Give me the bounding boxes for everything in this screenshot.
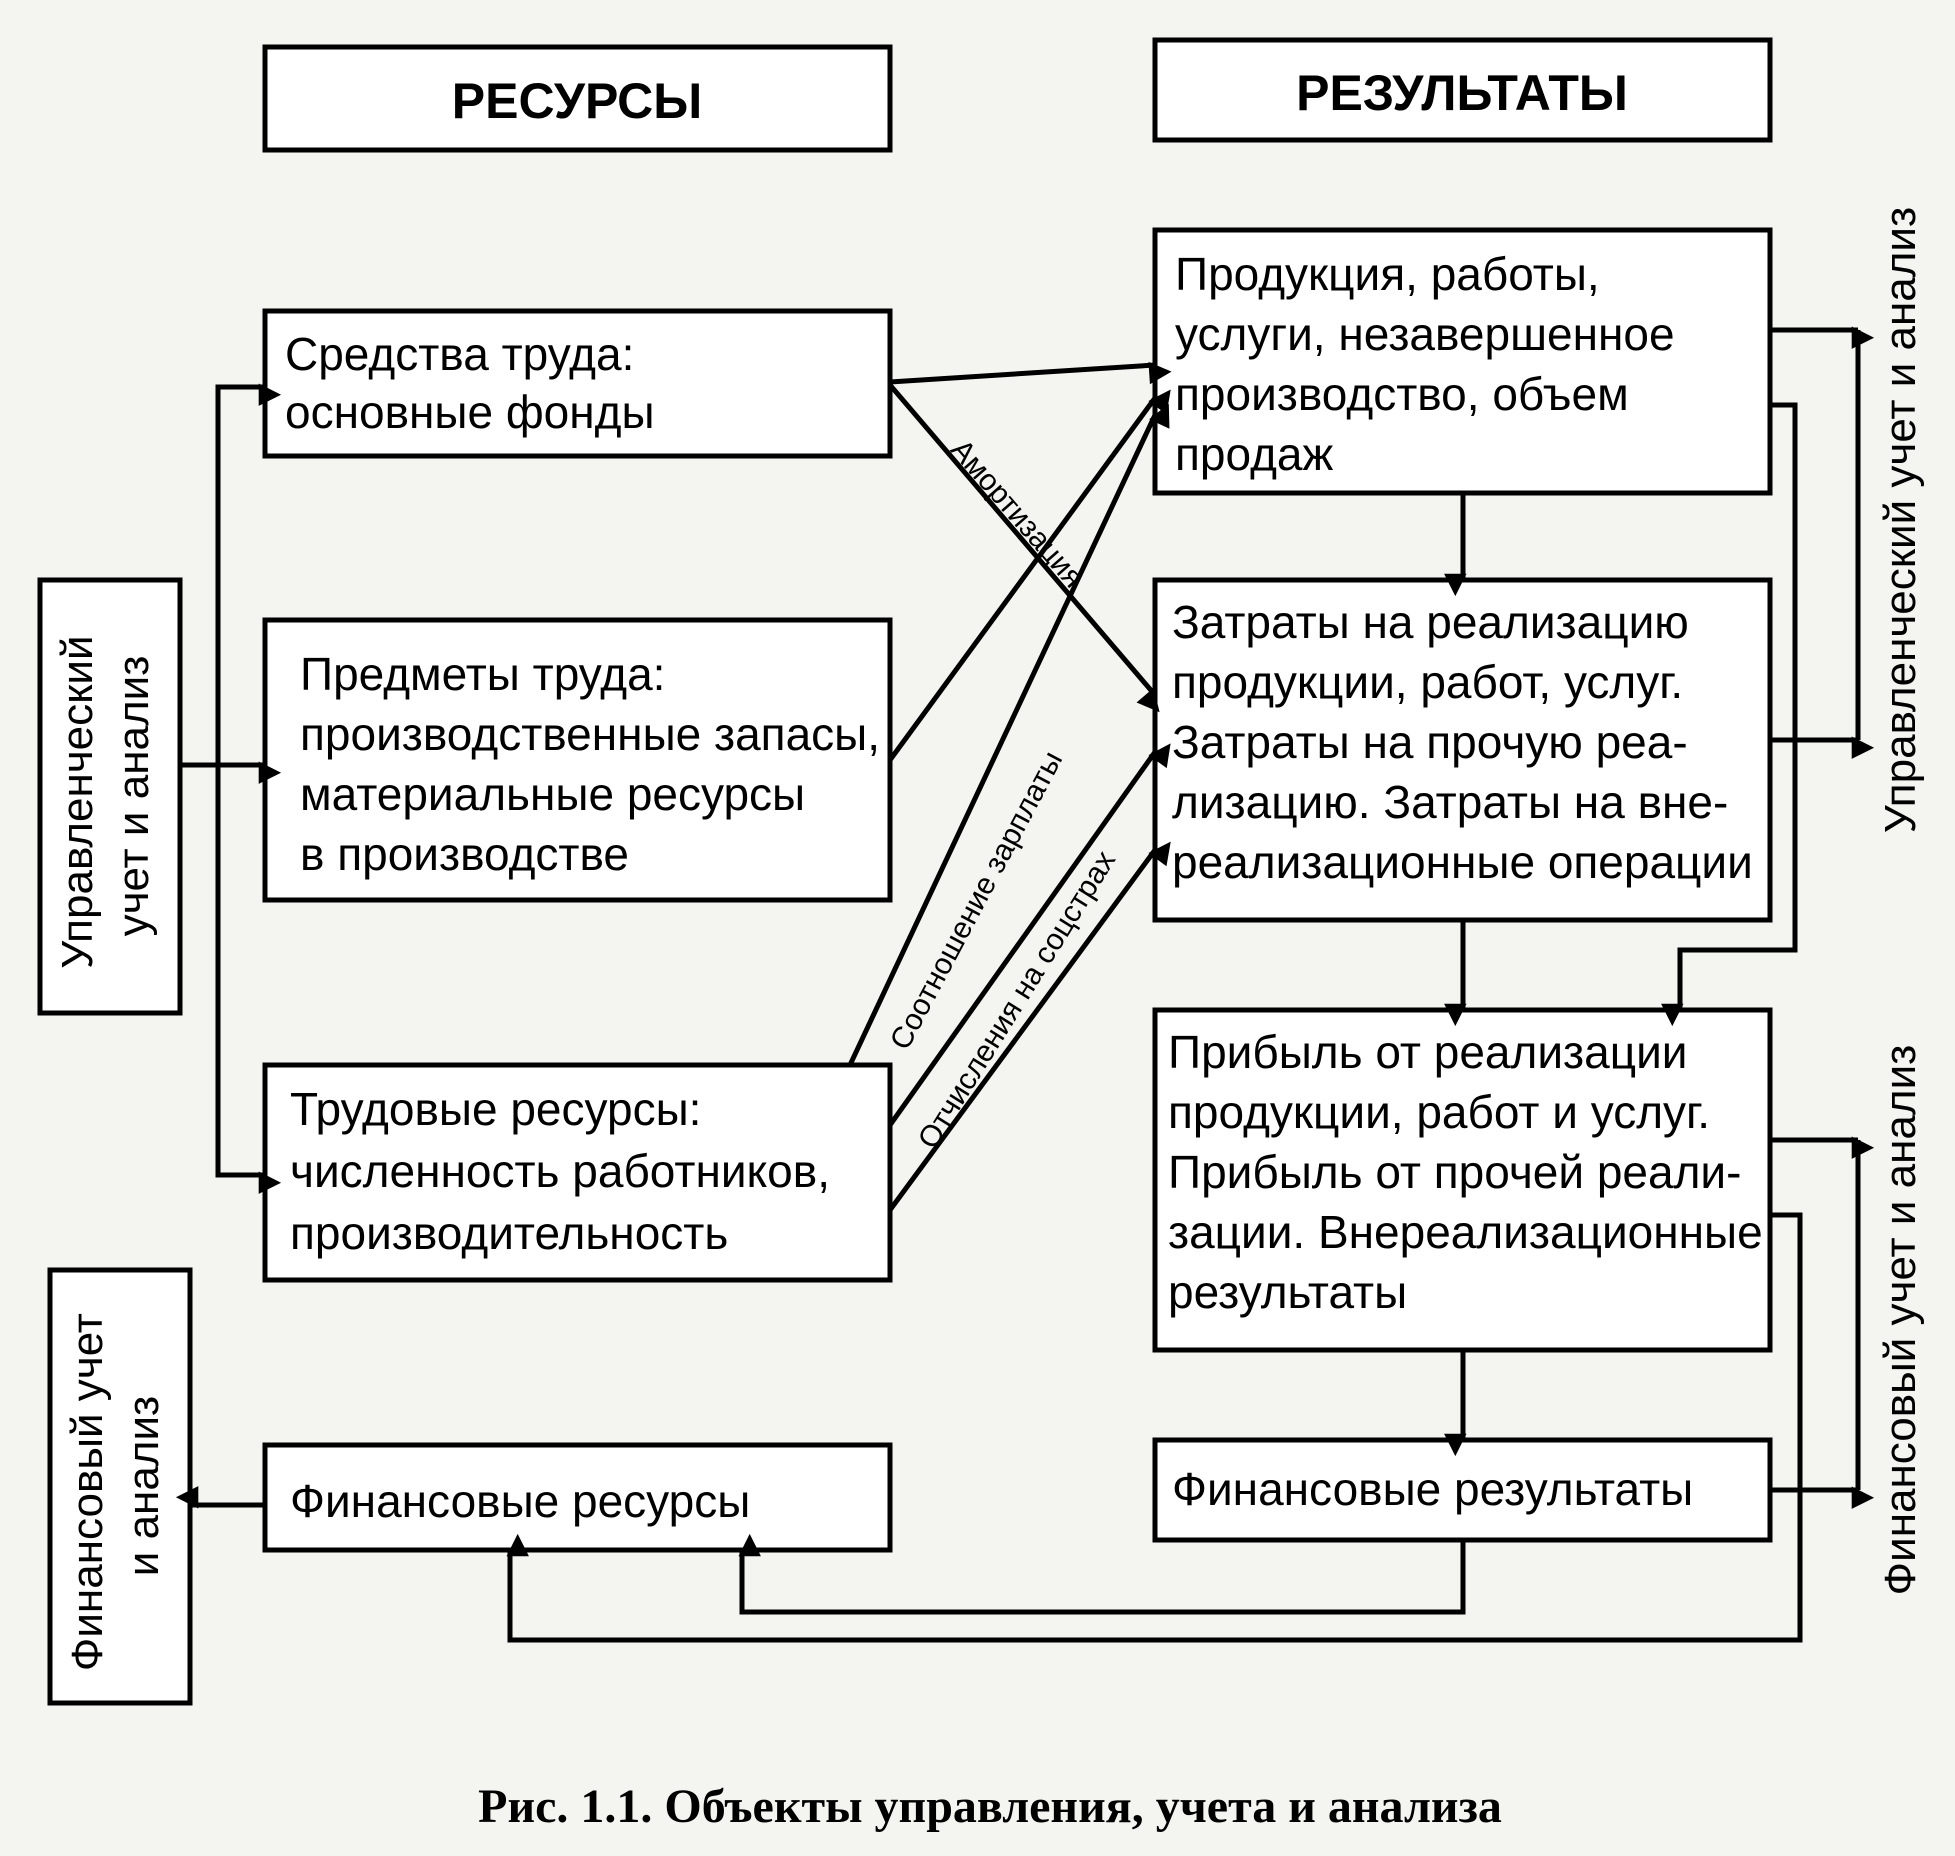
arrow-depreciation [888, 383, 1160, 713]
objects-of-labor-line: Предметы труда: [300, 648, 665, 700]
objects-of-labor-box: Предметы труда: производственные запасы,… [262, 617, 893, 903]
profit-line: результаты [1168, 1266, 1407, 1318]
means-of-labor-line: основные фонды [285, 386, 655, 438]
products-line: производство, объем [1175, 368, 1629, 420]
results-header: РЕЗУЛЬТАТЫ [1152, 37, 1773, 143]
svg-text:Средства труда: основные: Средства труда: основные фонды [285, 328, 655, 438]
costs-line: лизацию. Затраты на вне- [1172, 776, 1728, 828]
financial-resources-label: Финансовые ресурсы [290, 1475, 750, 1527]
costs-line: Затраты на реализацию [1172, 596, 1689, 648]
left-financial-box: Финансовый учет и анализ [47, 1267, 193, 1706]
profit-line: продукции, работ и услуг. [1168, 1086, 1710, 1138]
left-management-box: Управленческий учет и анализ [37, 577, 183, 1016]
means-of-labor-box: Средства труда: основные фонды [262, 308, 893, 459]
arrow-labor-to-products [847, 403, 1170, 1067]
products-line: Продукция, работы, [1175, 248, 1600, 300]
left-management-line: Управленческий [53, 635, 102, 968]
profit-line: зации. Внереализационные [1168, 1206, 1763, 1258]
svg-text:Продукция, работы, услуг: Продукция, работы, услуги, незавершенное… [1175, 248, 1687, 480]
left-management-connectors [180, 383, 282, 1194]
right-financial-label: Финансовый учет и анализ [1876, 1045, 1925, 1596]
profit-box: Прибыль от реализации продукции, работ и… [1152, 1007, 1775, 1353]
arrow-to-labor-resources [215, 765, 282, 1194]
cross-links [847, 361, 1172, 1212]
right-management-connectors [1770, 326, 1875, 759]
right-management-label: Управленческий учет и анализ [1876, 207, 1925, 833]
objects-of-labor-line: производственные запасы, [300, 708, 880, 760]
svg-text:Прибыль от реализации пр: Прибыль от реализации продукции, работ и… [1168, 1026, 1775, 1318]
costs-box: Затраты на реализацию продукции, работ, … [1152, 577, 1773, 923]
costs-line: Затраты на прочую реа- [1172, 716, 1688, 768]
left-financial-line: и анализ [119, 1396, 168, 1576]
feedback-connectors [506, 1212, 1803, 1643]
arrow-wage-ratio [887, 743, 1171, 1127]
arrow-means-to-products [889, 361, 1172, 385]
costs-line: продукции, работ, услуг. [1172, 656, 1683, 708]
svg-text:Трудовые ресурсы: числен: Трудовые ресурсы: численность работников… [290, 1083, 843, 1259]
products-box: Продукция, работы, услуги, незавершенное… [1152, 227, 1773, 496]
svg-text:Финансовый учет и анализ: Финансовый учет и анализ [63, 1301, 168, 1671]
resources-header-label: РЕСУРСЫ [452, 73, 702, 129]
figure-caption: Рис. 1.1. Объекты управления, учета и ан… [478, 1780, 1502, 1833]
products-line: услуги, незавершенное [1175, 308, 1675, 360]
left-management-line: учет и анализ [109, 656, 158, 937]
svg-text:Предметы труда: производ: Предметы труда: производственные запасы,… [300, 648, 893, 880]
financial-resources-box: Финансовые ресурсы [262, 1442, 893, 1553]
arrow-financial-results-to-resources [738, 1533, 1466, 1615]
svg-text:Затраты на реализацию пр: Затраты на реализацию продукции, работ, … [1172, 596, 1753, 888]
financial-results-box: Финансовые результаты [1152, 1437, 1773, 1543]
social-contributions-label: Отчисления на соцстрах [912, 845, 1122, 1154]
arrow-profit-to-resources [506, 1212, 1803, 1643]
labor-resources-box: Трудовые ресурсы: численность работников… [262, 1062, 893, 1283]
left-financial-line: Финансовый учет [63, 1313, 112, 1671]
labor-resources-line: численность работников, [290, 1145, 830, 1197]
profit-line: Прибыль от прочей реали- [1168, 1146, 1741, 1198]
arrow-social-contributions [887, 841, 1171, 1212]
objects-of-labor-line: материальные ресурсы [300, 768, 805, 820]
resources-header: РЕСУРСЫ [262, 44, 893, 153]
result-flow-connectors [1444, 402, 1798, 1457]
arrow-to-means-of-labor [215, 383, 282, 765]
arrow-objects-to-products [887, 389, 1171, 762]
products-line: продаж [1175, 428, 1333, 480]
profit-line: Прибыль от реализации [1168, 1026, 1687, 1078]
results-header-label: РЕЗУЛЬТАТЫ [1296, 65, 1628, 121]
arrow-products-to-profit [1661, 402, 1798, 1027]
objects-of-labor-line: в производстве [300, 828, 629, 880]
costs-line: реализационные операции [1172, 836, 1753, 888]
svg-text:Управленческий учет и ан: Управленческий учет и анализ [53, 623, 158, 969]
right-financial-connectors [1770, 1136, 1875, 1509]
means-of-labor-line: Средства труда: [285, 328, 634, 380]
labor-resources-line: производительность [290, 1207, 728, 1259]
financial-results-label: Финансовые результаты [1172, 1463, 1693, 1515]
labor-resources-line: Трудовые ресурсы: [290, 1083, 701, 1135]
